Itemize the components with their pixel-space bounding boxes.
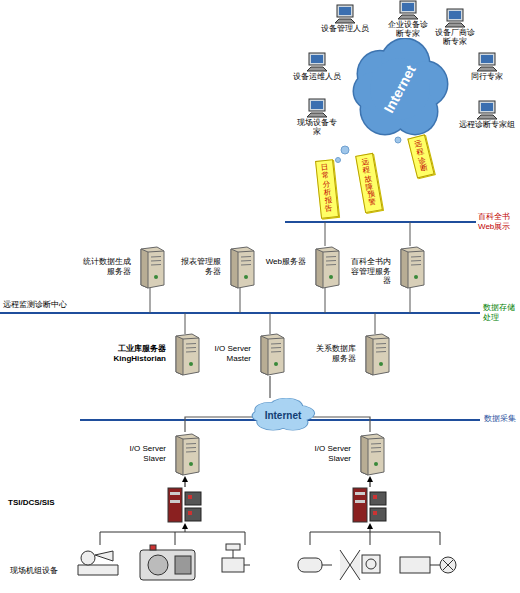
band-label: 现场机组设备: [10, 566, 58, 576]
network-link: [269, 376, 270, 398]
server-node: 百科全书内容管理服务器: [345, 245, 427, 289]
internet-cloud: Internet: [350, 38, 450, 140]
node-label: 远程诊断: [413, 140, 428, 174]
node-label: 设备运维人员: [288, 72, 346, 81]
server-node: 关系数据库服务器: [312, 332, 392, 376]
user-node: 企业设备诊断专家: [385, 0, 431, 38]
server-drop-lines: [150, 222, 410, 334]
node-label: Internet: [381, 63, 419, 116]
band-label: 远程监测诊断中心: [3, 300, 67, 310]
server-node: 统计数据生成服务器: [79, 245, 167, 289]
bus-line: [285, 221, 476, 223]
computer-icon: [396, 0, 420, 20]
node-label: 远程故障预警: [361, 158, 377, 208]
node-label: Internet: [265, 410, 302, 421]
network-link: [185, 417, 253, 432]
server-icon: [168, 432, 202, 476]
report-doc: 远程故障预警: [355, 153, 382, 213]
node-label: Web服务器: [262, 257, 306, 267]
server-icon: [133, 245, 167, 289]
computer-icon: [305, 52, 329, 72]
node-label: 报表管理服务器: [181, 257, 221, 276]
server-icon: [358, 332, 392, 376]
band-label: 数据采集: [484, 414, 516, 424]
node-label: 同行专家: [462, 72, 512, 81]
node-label: 统计数据生成服务器: [79, 257, 131, 276]
user-node: 同行专家: [462, 52, 512, 81]
node-label: I/O Server Master: [199, 344, 251, 363]
server-node: I/O Server Slaver: [299, 432, 387, 476]
server-node: Web服务器: [262, 245, 342, 289]
user-node: 设备厂商诊断专家: [432, 8, 478, 46]
node-label: 工业库服务器 KingHistorian: [94, 344, 166, 363]
node-label: 关系数据库服务器: [312, 344, 356, 363]
node-label: 企业设备诊断专家: [385, 20, 431, 38]
node-label: I/O Server Slaver: [299, 444, 351, 463]
report-doc: 日常分析报告: [315, 159, 338, 218]
node-label: 百科全书内容管理服务器: [345, 257, 391, 286]
cabinet-symbol: [353, 479, 386, 522]
server-icon: [168, 332, 202, 376]
user-node: 设备运维人员: [288, 52, 346, 81]
computer-icon: [333, 4, 357, 24]
machine-symbols: [78, 544, 456, 580]
server-icon: [308, 245, 342, 289]
cabinet-symbol: [168, 479, 201, 522]
server-icon: [393, 245, 427, 289]
node-label: 现场设备专家: [297, 118, 337, 136]
user-node: 设备管理人员: [315, 4, 375, 33]
equipment-bracket: [100, 526, 440, 545]
server-node: I/O Server Slaver: [114, 432, 202, 476]
node-label: 远程诊断专家组: [456, 120, 518, 129]
server-icon: [223, 245, 257, 289]
node-label: 设备厂商诊断专家: [432, 28, 478, 46]
band-label: 数据存储处理: [483, 303, 519, 322]
computer-icon: [475, 100, 499, 120]
node-label: 设备管理人员: [315, 24, 375, 33]
node-label: 日常分析报告: [320, 164, 333, 214]
band-label: TSI/DCS/SIS: [8, 498, 55, 508]
network-link: [313, 417, 370, 432]
internet-cloud: Internet: [250, 398, 316, 432]
server-icon: [353, 432, 387, 476]
node-label: I/O Server Slaver: [114, 444, 166, 463]
report-doc: 远程诊断: [407, 134, 434, 178]
computer-icon: [443, 8, 467, 28]
server-node: 报表管理服务器: [181, 245, 257, 289]
server-node: 工业库服务器 KingHistorian: [94, 332, 202, 376]
server-node: I/O Server Master: [199, 332, 287, 376]
user-node: 远程诊断专家组: [456, 100, 518, 129]
band-label: 百科全书Web展示: [478, 212, 518, 231]
computer-icon: [305, 98, 329, 118]
computer-icon: [475, 52, 499, 72]
user-node: 现场设备专家: [297, 98, 337, 136]
server-icon: [253, 332, 287, 376]
